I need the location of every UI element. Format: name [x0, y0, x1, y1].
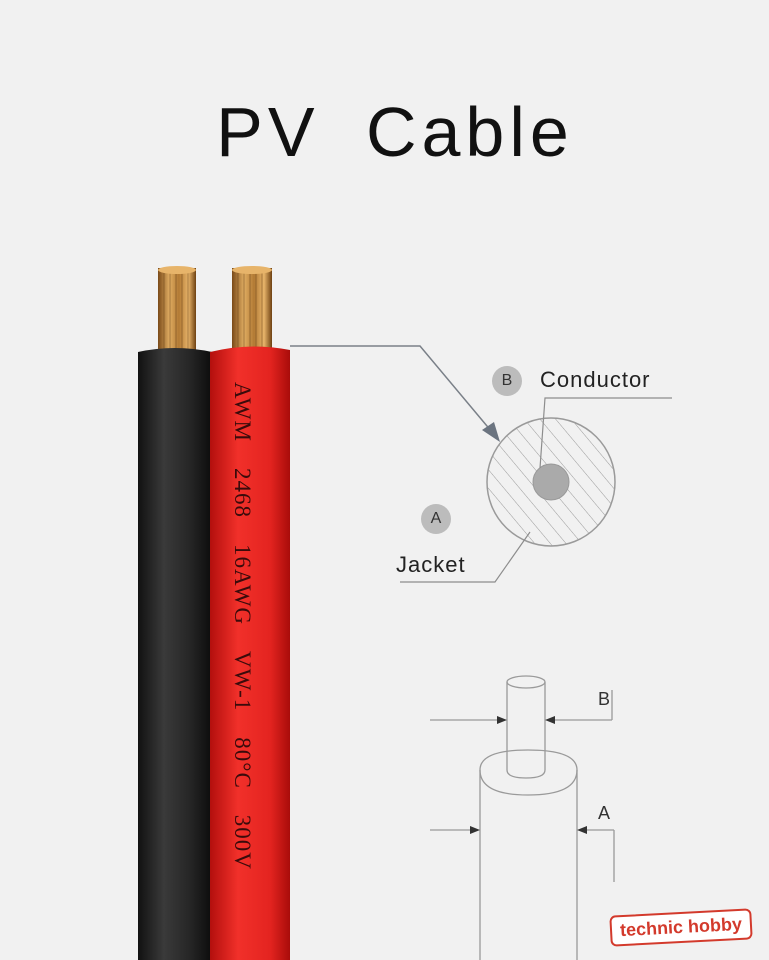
jacket-label: Jacket [396, 552, 466, 577]
dimension-drawing [430, 675, 615, 960]
print-rating: VW-1 [230, 651, 255, 712]
arrowhead-icon [482, 422, 500, 442]
badge-b: B [492, 366, 522, 396]
badge-a: A [421, 504, 451, 534]
conductor-label: Conductor [540, 367, 651, 392]
dimension-label-a: A [598, 803, 611, 823]
print-2468: 2468 [230, 467, 255, 518]
print-awm: AWM [230, 382, 255, 442]
dimension-label-b: B [598, 689, 611, 709]
conductor-circle [532, 463, 570, 501]
red-wire [210, 346, 290, 960]
leader-line [290, 345, 493, 433]
print-voltage: 300V [230, 814, 255, 870]
black-wire [138, 348, 212, 960]
print-temp: 80°C [230, 737, 255, 789]
red-wire-copper [232, 268, 272, 352]
print-gauge: 16AWG [230, 543, 255, 626]
cable-print: AWM 2468 16AWG VW-1 80°C 300V [229, 382, 255, 896]
page-title: PV Cable [216, 93, 574, 171]
